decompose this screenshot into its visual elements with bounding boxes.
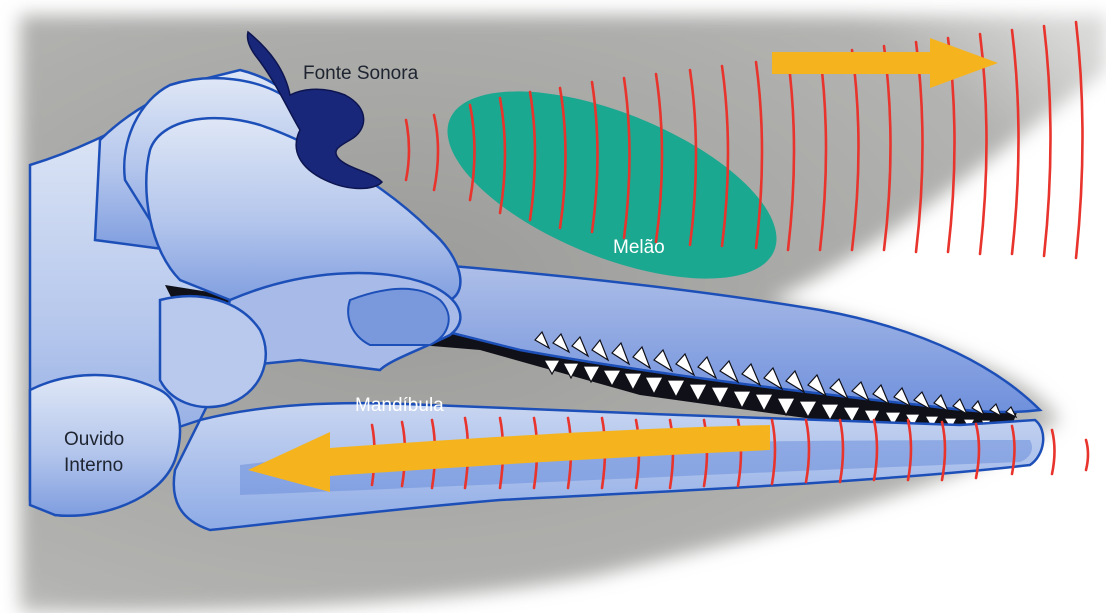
mandible-label: Mandíbula <box>355 394 444 418</box>
sound-source-label: Fonte Sonora <box>303 62 418 86</box>
inner-ear-label-line2: Interno <box>64 454 123 478</box>
melon-label: Melão <box>613 236 665 260</box>
maxilla-bone <box>348 289 449 345</box>
inner-ear-label-line1: Ouvido <box>64 428 124 452</box>
